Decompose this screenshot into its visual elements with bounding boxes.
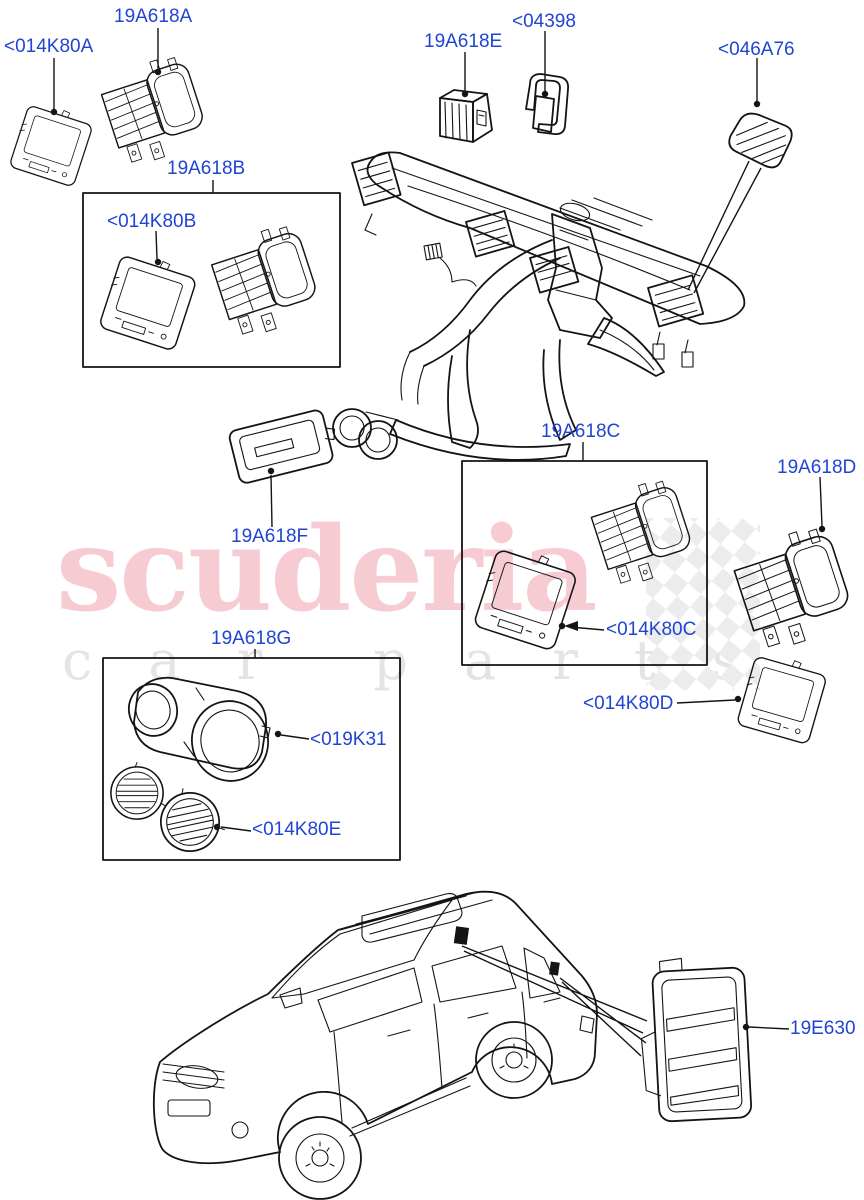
- part-label-19A618A[interactable]: 19A618A: [114, 6, 193, 27]
- part-label-014K80B[interactable]: <014K80B: [107, 211, 197, 232]
- part-label-19A618G[interactable]: 19A618G: [211, 628, 292, 649]
- vent-19A618F: [228, 409, 336, 484]
- duct-019K31: [127, 676, 271, 782]
- vent-19A618E: [439, 89, 493, 143]
- bezel-014K80B: [97, 247, 200, 352]
- dashboard-illustration: [332, 151, 746, 461]
- part-label-19A618B[interactable]: 19A618B: [167, 158, 246, 179]
- group-box-19A618B: [82, 192, 341, 368]
- part-label-014K80D[interactable]: <014K80D: [583, 693, 674, 714]
- part-label-019K31[interactable]: <019K31: [310, 729, 387, 750]
- vehicle-illustration: [152, 890, 598, 1200]
- grilles-014K80E: [110, 761, 229, 858]
- group-box-19A618G: [102, 657, 401, 861]
- part-label-014K80C[interactable]: <014K80C: [606, 619, 697, 640]
- clip-04398: [525, 73, 569, 135]
- part-label-04398[interactable]: <04398: [512, 11, 576, 32]
- part-label-19E630[interactable]: 19E630: [790, 1018, 856, 1039]
- part-label-19A618D[interactable]: 19A618D: [777, 457, 857, 478]
- vent-19A618A: [95, 51, 212, 170]
- leader-lines: [50, 28, 826, 1057]
- bezel-014K80C: [471, 541, 581, 652]
- vent-19A618B: [205, 220, 325, 343]
- part-label-046A76[interactable]: <046A76: [718, 39, 795, 60]
- part-label-014K80E[interactable]: <014K80E: [252, 819, 342, 840]
- vent-19E630: [640, 957, 753, 1123]
- part-label-19A618F[interactable]: 19A618F: [231, 526, 309, 547]
- roof-location-marker: [453, 926, 470, 945]
- part-label-014K80A[interactable]: <014K80A: [4, 36, 94, 57]
- part-label-19A618C[interactable]: 19A618C: [541, 421, 621, 442]
- grille-046A76: [728, 112, 793, 169]
- group-box-19A618C: [461, 460, 708, 666]
- part-label-19A618E[interactable]: 19A618E: [424, 31, 503, 52]
- watermark-checkered-flag: [646, 518, 760, 690]
- pillar-location-marker: [549, 961, 560, 976]
- watermark-brand: scuderia: [56, 502, 598, 638]
